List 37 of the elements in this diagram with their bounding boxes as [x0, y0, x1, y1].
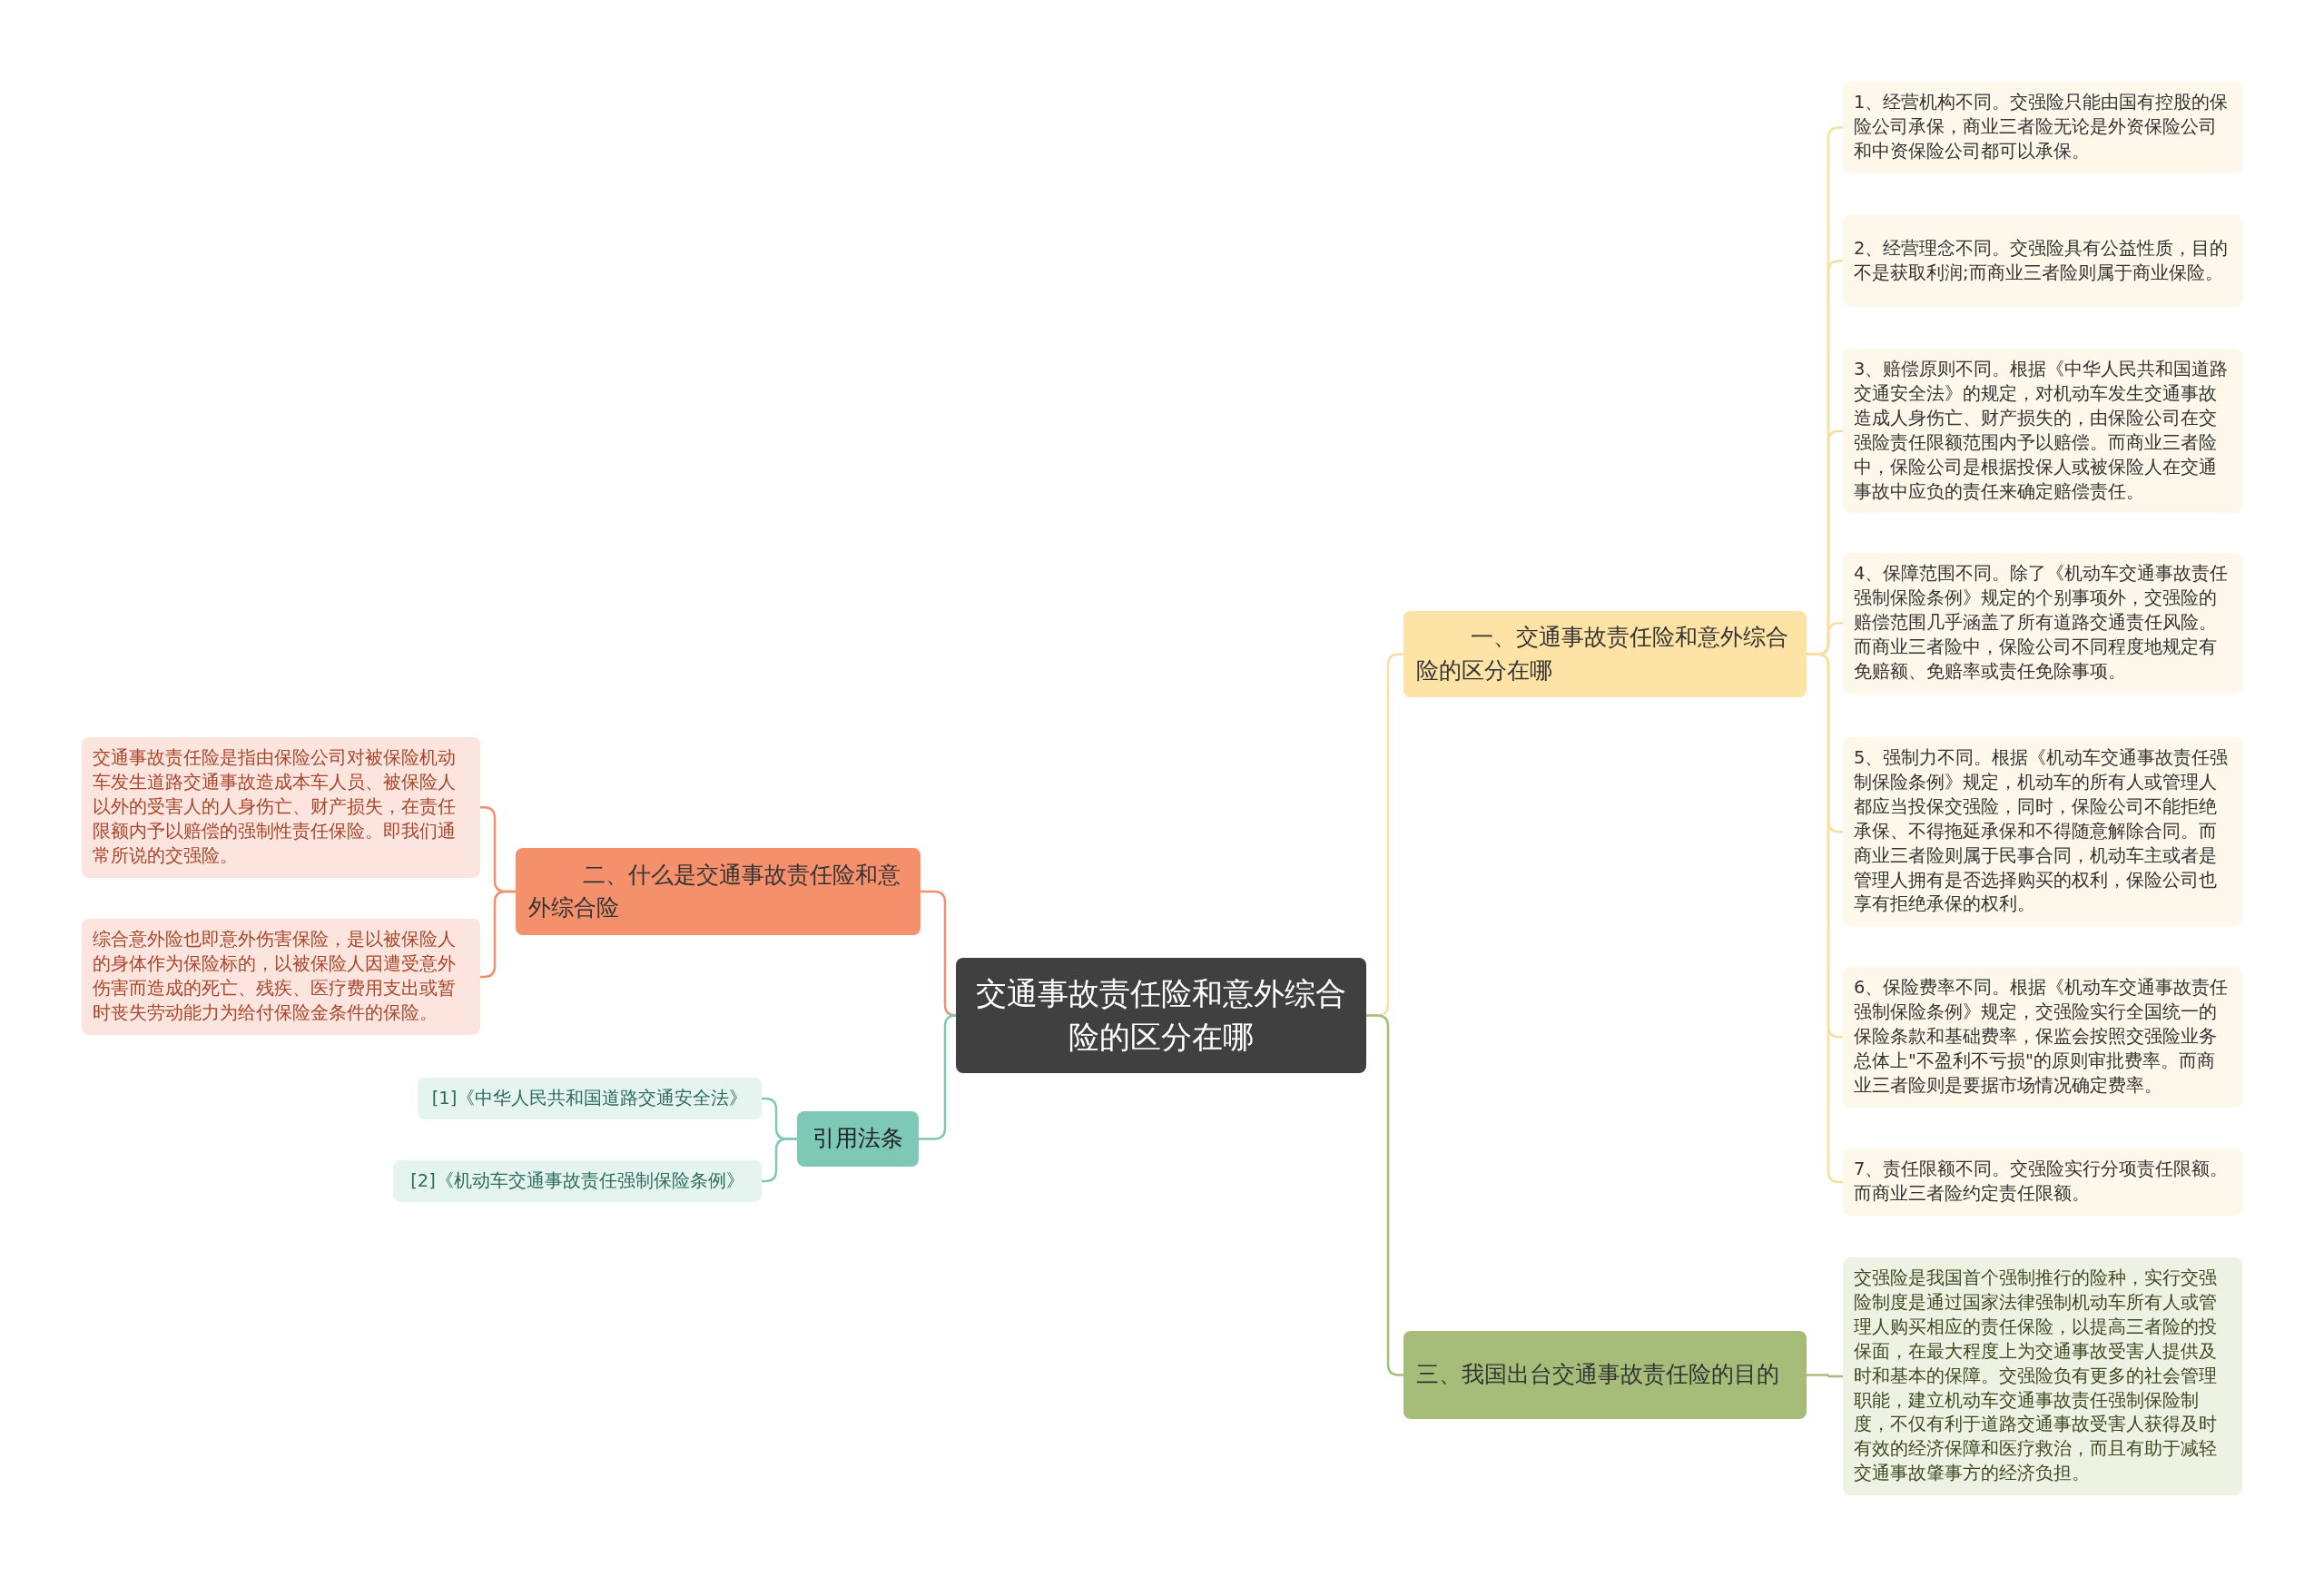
topic-text: 二、什么是交通事故责任险和意外综合险 — [528, 860, 901, 922]
connector-line — [919, 1014, 958, 1140]
topic-box — [797, 1111, 919, 1167]
topic-box — [1403, 1331, 1807, 1419]
note-card — [1843, 737, 2242, 927]
note-card — [1843, 215, 2242, 307]
note-card — [393, 1160, 762, 1202]
topic-text: 交通事故责任险和意外综合险的区分在哪 — [975, 973, 1347, 1057]
connector-line — [1807, 1374, 1843, 1378]
note-card — [82, 919, 480, 1035]
topic-text: [2]《机动车交通事故责任强制保险条例》 — [409, 1169, 745, 1193]
note-card — [1843, 349, 2242, 514]
topic-text: 交通事故责任险是指由保险公司对被保险机动车发生道路交通事故造成本车人员、被保险人以外的受害人的人身伤亡、财产损失，在责任限额内予以赔偿的强制性责任保险。即我们通常所说的交强险。 — [93, 746, 457, 868]
topic-text: 三、我国出台交通事故责任险的目的 — [1416, 1360, 1780, 1390]
topic-box — [516, 848, 921, 935]
central-topic — [956, 958, 1366, 1073]
topic-text: 5、强制力不同。根据《机动车交通事故责任强制保险条例》规定，机动车的所有人或管理人都应当投保交强险，同时，保险公司不能拒绝承保、不得拖延承保和不得随意解除合同。而商业三者险则属于民事合同，机动车主或者是管理人拥有是否选择购买的权利，保险公司也享有拒绝承保的权利。 — [1854, 746, 2230, 917]
note-card — [1843, 553, 2242, 694]
topic-text: 4、保障范围不同。除了《机动车交通事故责任强制保险条例》规定的个别事项外，交强险的赔偿范围几乎涵盖了所有道路交通责任风险。而商业三者险中，保险公司不同程度地规定有免赔额、免赔率或责任免除事项。 — [1854, 562, 2230, 684]
note-card — [1843, 967, 2242, 1108]
note-card — [1843, 1257, 2242, 1496]
topic-text: 2、经营理念不同。交强险具有公益性质，目的不是获取利润;而商业三者险则属于商业保险。 — [1854, 236, 2230, 285]
topic-text: 1、经营机构不同。交强险只能由国有控股的保险公司承保，商业三者险无论是外资保险公司和中资保险公司都可以承保。 — [1854, 91, 2230, 163]
note-card — [1843, 1148, 2242, 1216]
topic-text: 综合意外险也即意外伤害保险，是以被保险人的身体作为保险标的，以被保险人因遭受意外伤害而造成的死亡、残疾、医疗费用支出或暂时丧失劳动能力为给付保险金条件的保险。 — [93, 928, 457, 1025]
topic-text: 6、保险费率不同。根据《机动车交通事故责任强制保险条例》规定，交强险实行全国统一的保险条款和基础费率，保监会按照交强险业务总体上"不盈利不亏损"的原则审批费率。而商业三者险则是要据市场情况确定费率。 — [1854, 976, 2230, 1098]
topic-text: 7、责任限额不同。交强险实行分项责任限额。而商业三者险约定责任限额。 — [1854, 1158, 2230, 1206]
note-card — [418, 1078, 762, 1119]
topic-text: 交强险是我国首个强制推行的险种，实行交强险制度是通过国家法律强制机动车所有人或管理人购买相应的责任保险，以提高三者险的投保面，在最大程度上为交通事故受害人提供及时和基本的保障。交强险负有更多的社会管理职能，建立机动车交通事故责任强制保险制度，不仅有利于道路交通事故受害人获得及时有效的经济保障和医疗救治，而且有助于减轻交通事故肇事方的经济负担。 — [1854, 1267, 2218, 1486]
topic-text: 3、赔偿原则不同。根据《中华人民共和国道路交通安全法》的规定，对机动车发生交通事故造成人身伤亡、财产损失的，由保险公司在交强险责任限额范围内予以赔偿。而商业三者险中，保险公司是根据投保人或被保险人在交通事故中应负的责任来确定赔偿责任。 — [1854, 358, 2230, 504]
topic-text: 引用法条 — [812, 1124, 904, 1154]
note-card — [82, 737, 480, 878]
topic-text: [1]《中华人民共和国道路交通安全法》 — [430, 1087, 749, 1110]
topic-box — [1403, 611, 1807, 697]
topic-text: 一、交通事故责任险和意外综合险的区分在哪 — [1416, 623, 1789, 685]
connector-line — [762, 1138, 797, 1183]
note-card — [1843, 82, 2242, 173]
